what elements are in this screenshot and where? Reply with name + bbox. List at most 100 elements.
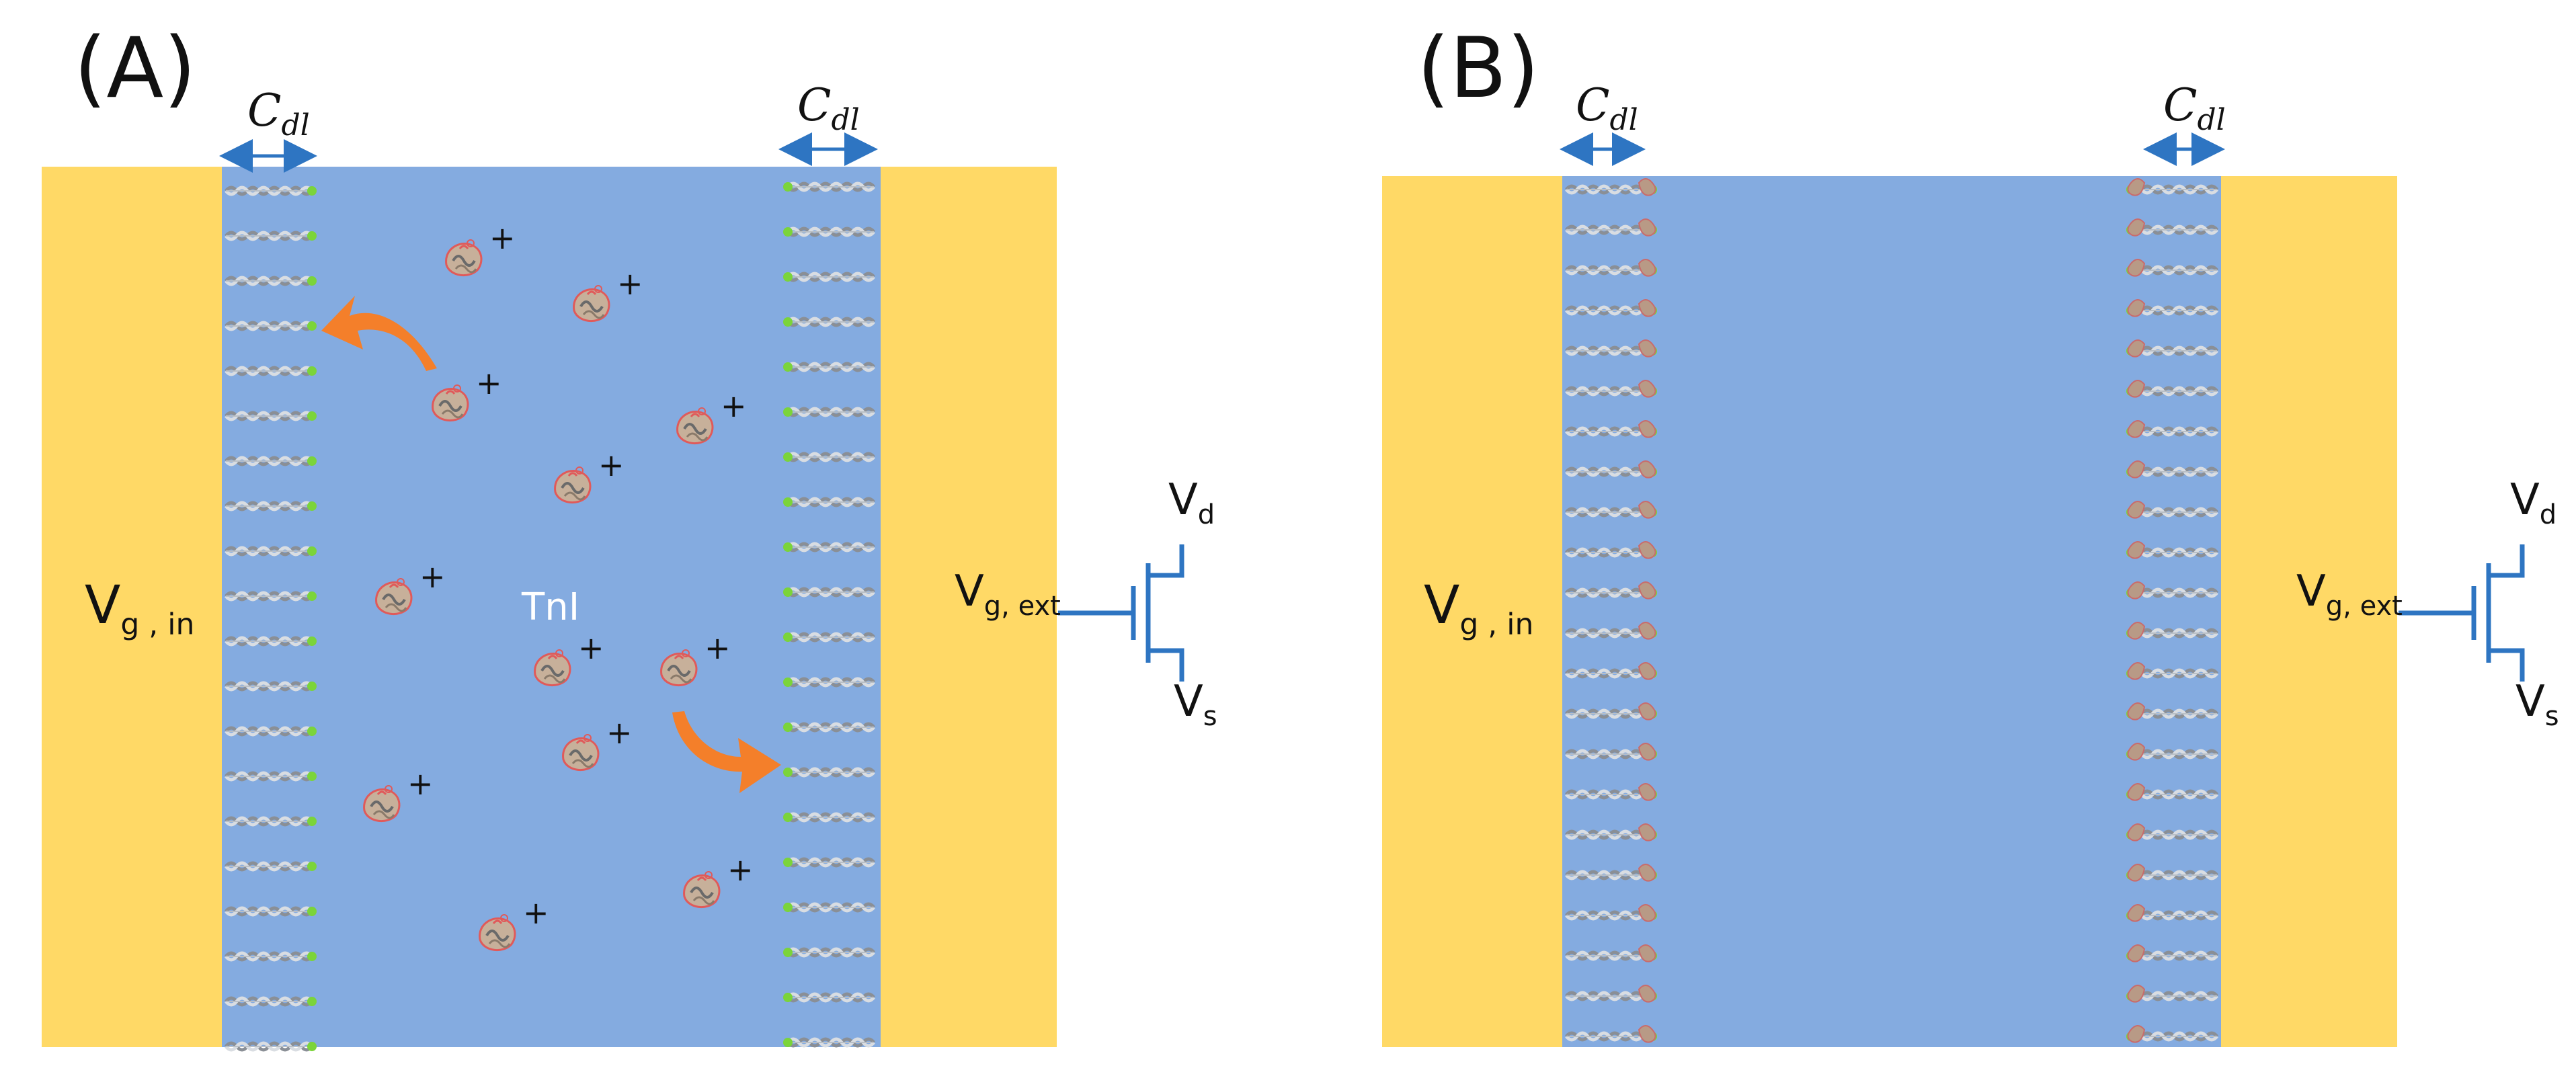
probe-tip [783,317,793,327]
gate-in-symbol: V [85,575,121,636]
charge-sign: + [578,630,604,666]
bound-protein [2127,864,2146,882]
source-subscript: s [1203,700,1217,732]
bound-protein [1638,904,1656,922]
probe-tip [783,182,793,192]
panel-b-internal-gate-label: Vg , in [1424,579,1533,640]
bound-protein [2127,460,2146,479]
probe-tip [783,407,793,417]
gate-ext-symbol: V [955,567,984,616]
protein-molecule-icon: + [362,766,434,823]
aptamer-probe-icon [226,682,317,691]
source-lead [2489,648,2525,682]
protein-molecule-icon: + [553,447,625,504]
probe-tip [307,231,317,241]
probe-strand [226,638,312,645]
bound-probe-icon [2126,944,2217,962]
panel-a-source-label: Vs [1174,680,1217,730]
probe-tip [307,411,317,421]
cdl-symbol: C [2163,79,2198,131]
probe-strand [788,454,874,460]
panel-a-drain-label: Vd [1168,479,1215,528]
bound-probe-icon [1566,420,1657,438]
probe-strand [788,499,874,505]
bound-protein [1638,420,1656,438]
probe-strand [788,589,874,595]
bound-probe-icon [1566,944,1657,962]
drain-subscript: d [1197,499,1215,530]
bound-probe-icon [1566,662,1657,680]
probe-tip [783,227,793,237]
probe-strand [788,229,874,235]
aptamer-probe-icon [226,862,317,871]
drain-symbol: V [2510,475,2540,525]
bound-protein [1638,581,1656,600]
source-subscript: s [2544,700,2559,732]
bound-probe-icon [1566,783,1657,801]
drain-lead [2489,544,2525,578]
bound-probe-icon [1566,460,1657,479]
probe-strand [788,949,874,956]
transistor-symbol-icon [1058,544,1184,682]
aptamer-probe-icon [783,542,874,552]
probe-tip [783,903,793,912]
probe-strand [788,859,874,866]
probe-tip [783,948,793,957]
probe-tip [307,546,317,556]
cdl-subscript: dl [831,103,860,138]
probe-tip [307,682,317,691]
bound-probe-icon [1566,985,1657,1003]
bound-protein [1638,541,1656,559]
panel-a-label: (A) [74,20,196,117]
source-lead [1148,648,1184,682]
bound-probe-icon [2126,743,2217,761]
charge-sign: + [598,447,625,483]
bound-probe-icon [2126,420,2217,438]
probe-strand [226,683,312,690]
bound-probe-icon [1566,864,1657,882]
external-gate-electrode [2221,176,2397,1047]
bound-probe-icon [1566,581,1657,600]
aptamer-probe-icon [783,677,874,687]
protein-molecule-icon: + [431,365,502,422]
gate-ext-subscript: g, ext [983,590,1061,622]
panel-a-internal-gate-label: Vg , in [85,579,194,640]
cdl-subscript: dl [1609,103,1638,138]
probe-strand [226,593,312,600]
bound-protein [2127,944,2146,962]
probe-strand [788,724,874,731]
probe-strand [226,278,312,284]
charge-sign: + [606,714,633,751]
probe-tip [307,501,317,511]
bound-protein [2127,702,2146,721]
bound-protein [2127,501,2146,519]
probe-strand [788,814,874,821]
probe-strand [226,548,312,554]
protein-molecule-icon: + [374,559,446,616]
bound-probe-icon [2126,702,2217,721]
bound-protein [2127,783,2146,801]
probe-tip [783,452,793,462]
aptamer-probe-icon [226,456,317,466]
bound-protein [2127,420,2146,438]
probe-tip [307,952,317,961]
probe-tip [307,591,317,601]
probe-strand [226,818,312,825]
bound-protein [1638,662,1656,680]
panel-a-external-gate-label: Vg, ext [955,570,1061,620]
bound-probe-icon [2126,864,2217,882]
probe-strand [788,904,874,911]
bound-protein [1638,702,1656,721]
panel-a-schematic: ++++++++++++ [42,132,1184,1051]
bound-protein [2127,581,2146,600]
bound-protein [1638,339,1656,358]
protein-molecule-icon: + [659,630,731,687]
bound-protein [1638,178,1656,196]
bound-protein [2127,662,2146,680]
bound-protein [1638,380,1656,398]
aptamer-probe-icon [783,362,874,372]
panel-b-source-label: Vs [2515,680,2559,730]
aptamer-probe-icon [226,546,317,556]
probe-tip [783,632,793,642]
